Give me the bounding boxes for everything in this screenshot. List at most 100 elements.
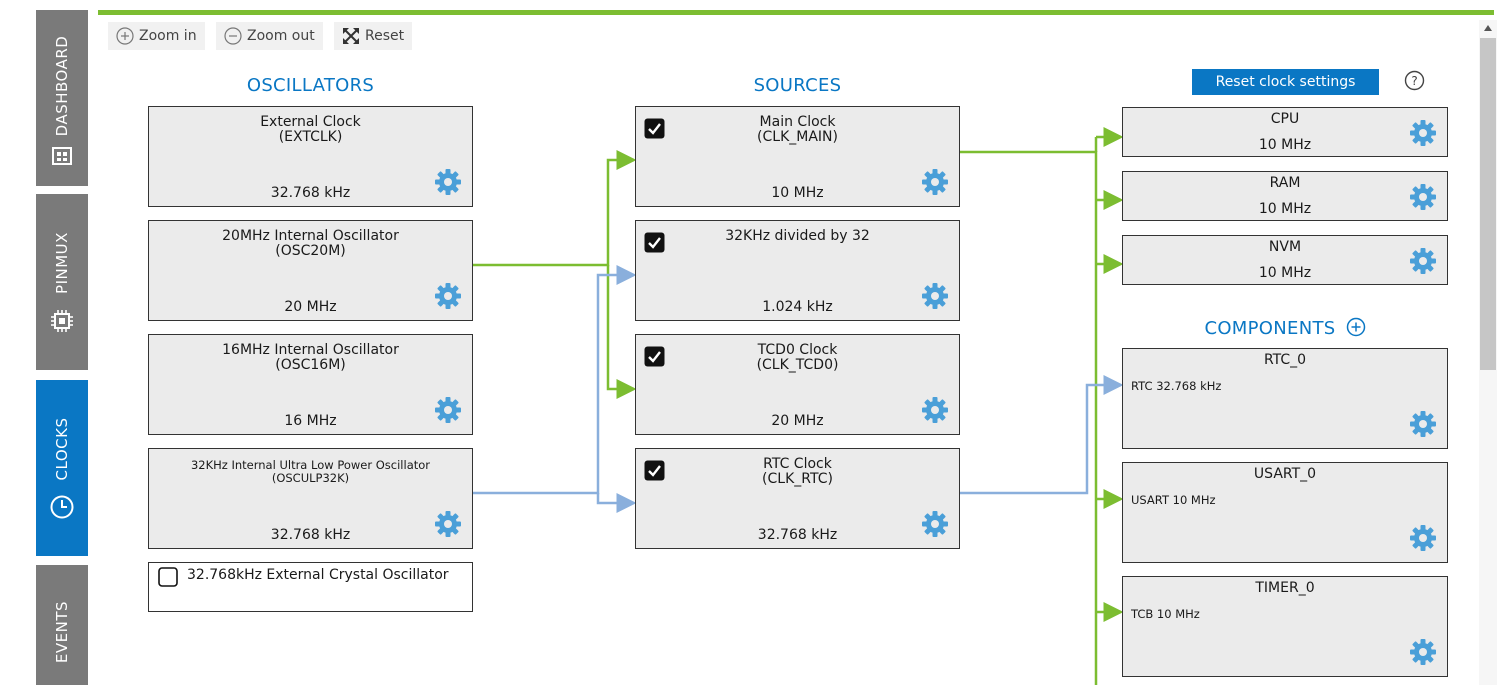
- nav-tab-events[interactable]: EVENTS: [36, 565, 88, 685]
- osc-extclk-title: External Clock (EXTCLK): [149, 115, 472, 145]
- osc-osc20m-freq: 20 MHz: [284, 299, 337, 315]
- target-ram-box[interactable]: RAM 10 MHz: [1122, 171, 1448, 221]
- oscillators-header: OSCILLATORS: [246, 75, 375, 96]
- scroll-up-arrow-icon[interactable]: [1482, 22, 1494, 34]
- target-ram-freq: 10 MHz: [1258, 201, 1312, 217]
- osc-osc20m-title: 20MHz Internal Oscillator (OSC20M): [149, 229, 472, 259]
- reset-button[interactable]: Reset: [334, 22, 413, 50]
- gear-icon[interactable]: [921, 282, 949, 310]
- zoom-in-icon: [116, 27, 134, 45]
- gear-icon[interactable]: [1409, 247, 1437, 275]
- wire-osc20m-main: [473, 150, 637, 267]
- osc-osc16m-name: 16MHz Internal Oscillator: [222, 342, 399, 358]
- top-accent-bar: [98, 10, 1494, 15]
- osc-extclk-box[interactable]: External Clock (EXTCLK) 32.768 kHz: [148, 106, 473, 207]
- help-icon[interactable]: ?: [1404, 70, 1425, 91]
- gear-icon[interactable]: [1409, 183, 1437, 211]
- osc-osc16m-title: 16MHz Internal Oscillator (OSC16M): [149, 343, 472, 373]
- scrollbar-thumb[interactable]: [1480, 38, 1496, 370]
- component-rtc0-clock: RTC 32.768 kHz: [1131, 379, 1222, 393]
- target-nvm-box[interactable]: NVM 10 MHz: [1122, 235, 1448, 285]
- src-div32-name: 32KHz divided by 32: [725, 228, 870, 244]
- src-div32-freq: 1.024 kHz: [762, 299, 833, 315]
- reset-clock-settings-button[interactable]: Reset clock settings: [1192, 69, 1379, 95]
- component-rtc0-box[interactable]: RTC_0 RTC 32.768 kHz: [1122, 348, 1448, 449]
- chip-icon: [51, 310, 73, 332]
- src-rtc-name: RTC Clock: [763, 456, 832, 472]
- src-div32-title: 32KHz divided by 32: [636, 229, 959, 244]
- clock-icon: [50, 495, 74, 519]
- zoom-in-button[interactable]: Zoom in: [108, 22, 205, 50]
- target-cpu-name: CPU: [1270, 111, 1300, 127]
- src-tcd0-title: TCD0 Clock (CLK_TCD0): [636, 343, 959, 373]
- components-header: COMPONENTS: [1122, 317, 1448, 339]
- src-main-title: Main Clock (CLK_MAIN): [636, 115, 959, 145]
- osc-osc20m-box[interactable]: 20MHz Internal Oscillator (OSC20M) 20 MH…: [148, 220, 473, 321]
- zoom-out-label: Zoom out: [247, 28, 315, 44]
- osc-osc16m-box[interactable]: 16MHz Internal Oscillator (OSC16M) 16 MH…: [148, 334, 473, 435]
- osc-osc20m-id: (OSC20M): [275, 243, 346, 259]
- target-cpu-box[interactable]: CPU 10 MHz: [1122, 107, 1448, 157]
- component-rtc0-name: RTC_0: [1263, 352, 1307, 368]
- gear-icon[interactable]: [1409, 410, 1437, 438]
- wire-main-bus: [960, 150, 1098, 685]
- wire-ulp-div32: [473, 265, 637, 495]
- nav-tab-pinmux-label: PINMUX: [53, 232, 71, 294]
- dashboard-icon: [52, 147, 72, 165]
- osc-osc16m-id: (OSC16M): [275, 357, 346, 373]
- zoom-in-label: Zoom in: [139, 28, 197, 44]
- gear-icon[interactable]: [434, 510, 462, 538]
- src-rtc-freq: 32.768 kHz: [757, 527, 838, 543]
- osc-extclk-freq: 32.768 kHz: [270, 185, 351, 201]
- src-main-box[interactable]: Main Clock (CLK_MAIN) 10 MHz: [635, 106, 960, 207]
- osc-xosc32k-box[interactable]: 32.768kHz External Crystal Oscillator: [148, 562, 473, 612]
- target-nvm-freq: 10 MHz: [1258, 265, 1312, 281]
- src-div32-box[interactable]: 32KHz divided by 32 1.024 kHz: [635, 220, 960, 321]
- zoom-out-button[interactable]: Zoom out: [216, 22, 323, 50]
- src-main-id: (CLK_MAIN): [757, 129, 838, 145]
- src-main-name: Main Clock: [759, 114, 836, 130]
- sources-header: SOURCES: [753, 75, 842, 96]
- reset-arrows-icon: [343, 28, 359, 44]
- components-header-label: COMPONENTS: [1204, 318, 1336, 339]
- gear-icon[interactable]: [921, 168, 949, 196]
- osc-osculp32k-name: 32KHz Internal Ultra Low Power Oscillato…: [190, 458, 431, 472]
- gear-icon[interactable]: [434, 282, 462, 310]
- gear-icon[interactable]: [434, 396, 462, 424]
- component-timer0-clock: TCB 10 MHz: [1131, 607, 1200, 621]
- osc-osculp32k-id: (OSCULP32K): [271, 471, 350, 485]
- nav-tab-dashboard[interactable]: DASHBOARD: [36, 10, 88, 186]
- nav-tab-clocks[interactable]: CLOCKS: [36, 380, 88, 556]
- add-component-icon[interactable]: [1346, 317, 1366, 337]
- nav-tab-pinmux[interactable]: PINMUX: [36, 194, 88, 370]
- osc-osculp32k-freq: 32.768 kHz: [270, 527, 351, 543]
- gear-icon[interactable]: [921, 510, 949, 538]
- gear-icon[interactable]: [434, 168, 462, 196]
- component-usart0-name: USART_0: [1253, 466, 1317, 482]
- gear-icon[interactable]: [921, 396, 949, 424]
- src-tcd0-box[interactable]: TCD0 Clock (CLK_TCD0) 20 MHz: [635, 334, 960, 435]
- component-timer0-box[interactable]: TIMER_0 TCB 10 MHz: [1122, 576, 1448, 677]
- nav-tab-events-label: EVENTS: [53, 600, 71, 664]
- src-tcd0-freq: 20 MHz: [771, 413, 824, 429]
- gear-icon[interactable]: [1409, 524, 1437, 552]
- osc-xosc32k-name: 32.768kHz External Crystal Oscillator: [187, 567, 449, 583]
- src-rtc-box[interactable]: RTC Clock (CLK_RTC) 32.768 kHz: [635, 448, 960, 549]
- nav-tab-clocks-label: CLOCKS: [53, 417, 71, 481]
- svg-text:?: ?: [1411, 74, 1417, 88]
- src-tcd0-name: TCD0 Clock: [757, 342, 838, 358]
- src-tcd0-id: (CLK_TCD0): [756, 357, 839, 373]
- reset-label: Reset: [365, 28, 405, 44]
- wire-ulp-rtc: [596, 493, 637, 513]
- gear-icon[interactable]: [1409, 638, 1437, 666]
- src-main-freq: 10 MHz: [771, 185, 824, 201]
- wire-osc20m-tcd0: [606, 265, 637, 399]
- src-rtc-id: (CLK_RTC): [762, 471, 833, 487]
- osc-osculp32k-box[interactable]: 32KHz Internal Ultra Low Power Oscillato…: [148, 448, 473, 549]
- gear-icon[interactable]: [1409, 119, 1437, 147]
- component-usart0-clock: USART 10 MHz: [1131, 493, 1216, 507]
- target-ram-name: RAM: [1269, 175, 1301, 191]
- xosc32k-checkbox[interactable]: [158, 567, 178, 587]
- component-usart0-box[interactable]: USART_0 USART 10 MHz: [1122, 462, 1448, 563]
- osc-extclk-name: External Clock: [260, 114, 361, 130]
